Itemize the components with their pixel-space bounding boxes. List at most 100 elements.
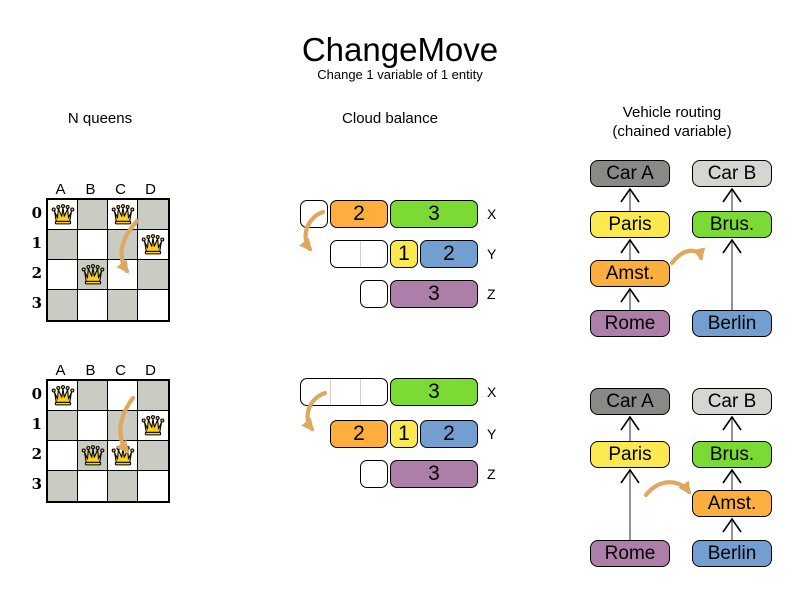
computer-label: Y	[487, 426, 497, 442]
computer-label: X	[487, 206, 497, 222]
board-cell	[78, 290, 108, 320]
section-header-cloud: Cloud balance	[342, 110, 438, 127]
board-grid	[46, 379, 170, 503]
queen-icon	[81, 444, 104, 465]
cloud-empty-capacity	[300, 200, 328, 228]
cloud-process-segment: 3	[390, 280, 478, 308]
chain-arrowhead	[620, 415, 640, 431]
routing-node: Car B	[692, 160, 772, 187]
board-cell	[108, 200, 138, 230]
board-cell	[138, 290, 168, 320]
routing-node: Brus.	[692, 211, 772, 238]
move-arrow-routing-before	[669, 247, 706, 266]
cloud-process-segment: 3	[390, 200, 478, 228]
routing-node: Car B	[692, 388, 772, 415]
cloud-empty-capacity	[360, 460, 388, 488]
section-header-nqueens: N queens	[67, 110, 133, 127]
board-grid	[46, 198, 170, 322]
chain-arrowhead	[722, 468, 742, 484]
cloud-process-segment: 2	[420, 240, 478, 268]
computer-label: Y	[487, 246, 497, 262]
board-cell	[108, 381, 138, 411]
chain-arrowhead	[620, 187, 640, 203]
routing-node: Car A	[590, 160, 670, 187]
chain-arrowhead	[722, 238, 742, 254]
cloud-process-segment: 1	[390, 240, 418, 268]
board-column-label: C	[115, 181, 127, 198]
board-row-label: 2	[31, 445, 42, 463]
board-cell	[78, 441, 108, 471]
board-column-label: B	[85, 362, 97, 379]
board-row-label: 1	[31, 234, 42, 252]
move-arrow-routing-after	[643, 480, 692, 498]
board-cell	[78, 471, 108, 501]
routing-node: Rome	[590, 310, 670, 337]
cloud-empty-capacity	[360, 280, 388, 308]
cloud-bar-Z: 3	[360, 280, 478, 308]
queen-icon	[81, 263, 104, 284]
routing-node: Amst.	[692, 490, 772, 517]
section-header-routing: Vehicle routing	[622, 104, 722, 121]
computer-label: Z	[487, 466, 496, 482]
cloud-process-segment: 2	[420, 420, 478, 448]
board-cell	[108, 260, 138, 290]
board-cell	[48, 471, 78, 501]
routing-node: Paris	[590, 441, 670, 468]
board-cell	[138, 260, 168, 290]
board-row-label: 3	[31, 294, 42, 312]
routing-node: Rome	[590, 540, 670, 567]
queen-icon	[51, 203, 74, 224]
board-cell	[48, 411, 78, 441]
cloud-process-segment: 3	[390, 460, 478, 488]
cloud-bar-X: 3	[300, 378, 478, 406]
routing-node: Berlin	[692, 310, 772, 337]
capacity-divider	[360, 241, 361, 267]
page-subtitle: Change 1 variable of 1 entity	[317, 67, 483, 82]
board-row-label: 3	[31, 475, 42, 493]
board-cell	[78, 260, 108, 290]
board-row-label: 0	[31, 204, 42, 222]
chain-connectors	[620, 187, 742, 540]
board-row-label: 1	[31, 415, 42, 433]
routing-node: Paris	[590, 211, 670, 238]
board-cell	[138, 381, 168, 411]
board-row-label: 2	[31, 264, 42, 282]
cloud-empty-capacity	[300, 378, 388, 406]
page-title: ChangeMove	[301, 31, 499, 68]
board-cell	[48, 230, 78, 260]
routing-node: Berlin	[692, 540, 772, 567]
capacity-divider	[330, 379, 331, 405]
board-cell	[48, 200, 78, 230]
board-column-label: A	[55, 181, 67, 198]
board-cell	[138, 411, 168, 441]
board-cell	[78, 411, 108, 441]
cloud-process-segment: 2	[330, 420, 388, 448]
computer-label: Z	[487, 286, 496, 302]
board-column-label: D	[145, 181, 157, 198]
chain-arrowhead	[620, 238, 640, 254]
board-cell	[108, 411, 138, 441]
capacity-divider	[360, 379, 361, 405]
chain-arrowhead	[620, 468, 640, 484]
cloud-empty-capacity	[330, 240, 388, 268]
board-cell	[78, 381, 108, 411]
routing-node: Car A	[590, 388, 670, 415]
board-column-label: C	[115, 362, 127, 379]
board-cell	[108, 441, 138, 471]
board-cell	[108, 471, 138, 501]
board-cell	[138, 471, 168, 501]
cloud-process-segment: 1	[390, 420, 418, 448]
queen-icon	[141, 414, 165, 435]
board-cell	[108, 230, 138, 260]
routing-node: Amst.	[590, 260, 670, 287]
queen-icon	[51, 384, 74, 405]
routing-node: Brus.	[692, 441, 772, 468]
cloud-bar-Z: 3	[360, 460, 478, 488]
chain-arrowhead	[722, 415, 742, 431]
cloud-process-segment: 3	[390, 378, 478, 406]
section-header-routing-sub: (chained variable)	[612, 123, 732, 140]
board-cell	[78, 230, 108, 260]
queen-icon	[111, 203, 134, 224]
